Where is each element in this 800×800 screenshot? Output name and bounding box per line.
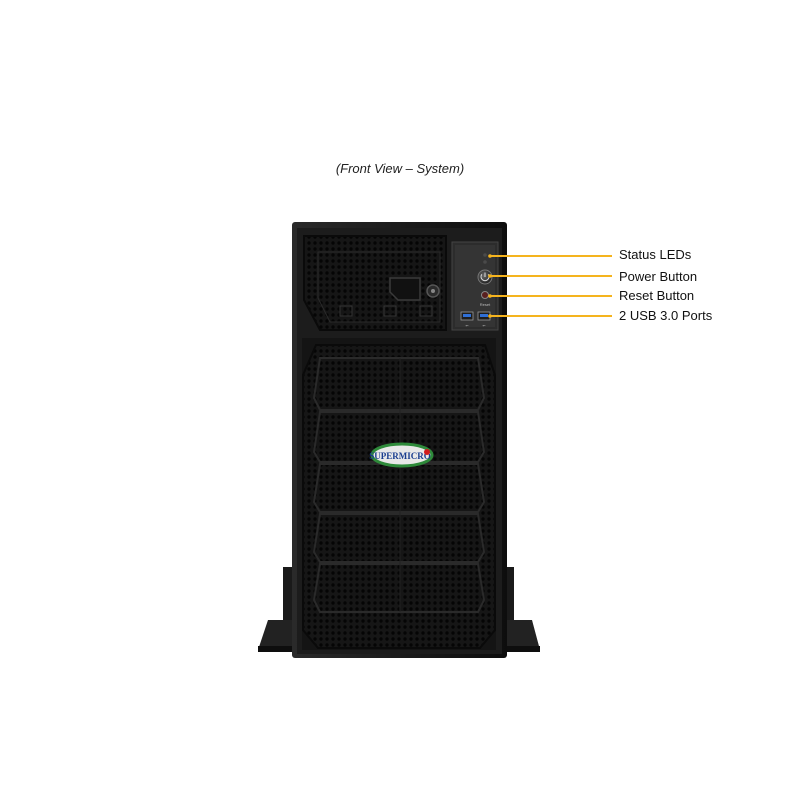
- reset-label: Reset: [480, 302, 491, 307]
- callout-leaders: [490, 255, 612, 317]
- figure-caption: (Front View – System): [335, 161, 465, 176]
- upper-bezel: [303, 235, 447, 331]
- reset-button[interactable]: [481, 291, 489, 299]
- callout-status-leds: Status LEDs: [619, 247, 692, 262]
- callout-leader-dots: [488, 254, 492, 318]
- status-led-icon: [483, 253, 487, 257]
- svg-text:SUPERMICRO: SUPERMICRO: [369, 451, 431, 461]
- usb-icon: ⭠: [465, 323, 469, 328]
- usb-icon: ⭠: [482, 323, 486, 328]
- front-mesh-door: [302, 338, 496, 650]
- callout-power-button: Power Button: [619, 269, 698, 284]
- callout-reset-button: Reset Button: [619, 288, 695, 303]
- supermicro-logo: SUPERMICRO: [369, 442, 434, 468]
- status-led-icon: [483, 260, 487, 264]
- callout-usb-ports: 2 USB 3.0 Ports: [619, 308, 713, 323]
